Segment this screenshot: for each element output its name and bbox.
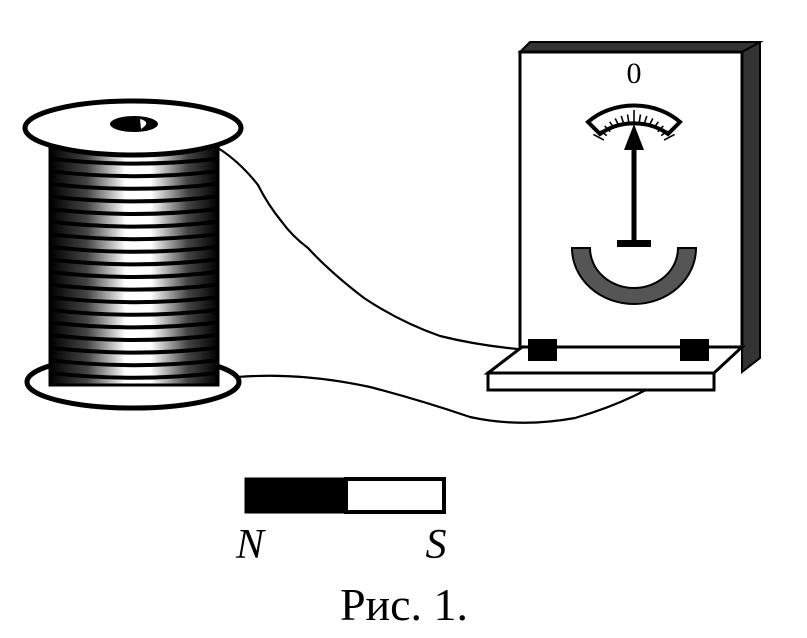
scale-tick [643, 115, 648, 124]
scale-tick [653, 121, 659, 129]
figure-caption: Рис. 1. [340, 579, 468, 630]
coil-winding [49, 307, 219, 317]
scale-tick [638, 114, 642, 123]
scale-tick [609, 121, 615, 129]
magnet-south-label: S [426, 522, 447, 568]
scale-zero-label: 0 [627, 57, 642, 90]
coil-winding [49, 207, 219, 216]
magnet-north-label: N [235, 522, 266, 568]
coil-winding [49, 244, 219, 254]
coil-turns [49, 144, 219, 380]
galvanometer: 0 [483, 41, 764, 392]
magnet-north-half [244, 477, 348, 514]
terminal-right [680, 339, 709, 361]
scale-ticks [593, 110, 675, 141]
scale-tick [593, 133, 605, 141]
coil-winding [49, 358, 219, 368]
coil-winding [49, 282, 219, 292]
coil-winding [49, 270, 219, 279]
coil [22, 98, 244, 411]
coil-winding [49, 169, 219, 179]
scale-tick [660, 130, 669, 137]
bar-magnet: N S [235, 477, 447, 568]
galvanometer-needle [624, 124, 644, 246]
galvanometer-side-edge [741, 41, 761, 375]
scale-tick [620, 115, 625, 124]
coil-winding [49, 320, 219, 330]
coil-winding [49, 156, 219, 166]
wire-top [217, 147, 529, 352]
galvanometer-base-front [486, 371, 716, 392]
terminal-left [528, 339, 557, 361]
magnet-south-half [344, 477, 446, 514]
coil-winding [49, 295, 219, 305]
coil-winding [49, 257, 219, 267]
coil-winding [49, 333, 219, 342]
scale-tick [599, 130, 608, 137]
coil-winding [49, 345, 219, 355]
needle-pivot-bar [617, 240, 651, 247]
needle-arrowhead [624, 124, 644, 150]
coil-winding [49, 232, 219, 242]
scale-tick [663, 133, 675, 141]
coil-winding [49, 181, 219, 191]
galvanometer-arc [570, 247, 698, 305]
coil-winding [49, 194, 219, 204]
scale-tick [614, 118, 620, 126]
coil-body [48, 128, 220, 387]
galvanometer-panel [518, 50, 744, 349]
scale-tick [626, 114, 630, 123]
coil-winding [49, 219, 219, 229]
scale-tick [657, 125, 664, 133]
coil-spindle-highlight [140, 119, 147, 129]
scale-tick [604, 125, 611, 133]
coil-spindle-hole [110, 116, 158, 132]
coil-winding [49, 370, 219, 380]
scale-tick [648, 118, 654, 126]
